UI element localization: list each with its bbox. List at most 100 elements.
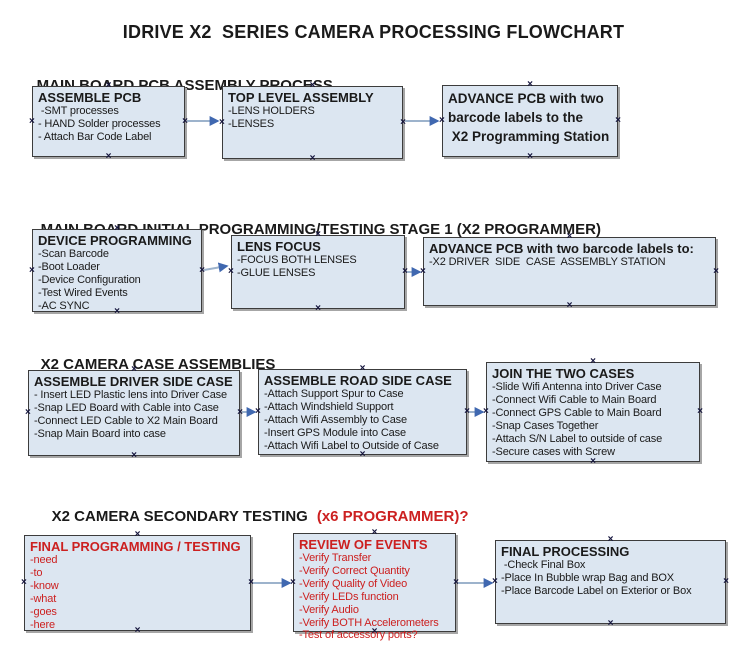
box-assemble-road-side-case: ASSEMBLE ROAD SIDE CASE -Attach Support … bbox=[255, 363, 470, 460]
box-item: -Slide Wifi Antenna into Driver Case bbox=[492, 381, 662, 393]
box-title: FINAL PROCESSING bbox=[501, 544, 630, 559]
box-item: -LENS HOLDERS bbox=[228, 105, 315, 117]
section-heading-secondary-testing: X2 CAMERA SECONDARY TESTING(x6 PROGRAMME… bbox=[35, 491, 469, 542]
box-top-level-assembly: TOP LEVEL ASSEMBLY -LENS HOLDERS -LENSES… bbox=[219, 81, 406, 164]
box-item: -Attach Windshield Support bbox=[264, 400, 394, 413]
connector-handle-icon: × bbox=[29, 115, 35, 127]
box-item: -Boot Loader bbox=[38, 260, 100, 273]
box-item: -Snap LED Board with Cable into Case bbox=[34, 401, 219, 414]
box-item: -here bbox=[30, 618, 55, 631]
box-item: -Snap Cases Together bbox=[492, 419, 599, 432]
box-assemble-pcb: ASSEMBLE PCB -SMT processes - HAND Solde… bbox=[29, 81, 188, 162]
box-title: ASSEMBLE ROAD SIDE CASE bbox=[264, 373, 452, 388]
box-title: ASSEMBLE PCB bbox=[38, 90, 142, 105]
box-item: -X2 DRIVER SIDE CASE ASSEMBLY STATION bbox=[429, 256, 666, 268]
box-item: -Verify BOTH Accelerometers bbox=[299, 616, 439, 629]
box-title: TOP LEVEL ASSEMBLY bbox=[228, 90, 374, 105]
box-item: -Connect GPS Cable to Main Board bbox=[492, 406, 662, 419]
box-title: JOIN THE TWO CASES bbox=[492, 366, 635, 381]
box-title: ADVANCE PCB with two barcode labels to t… bbox=[448, 91, 610, 144]
box-assemble-driver-side-case: ASSEMBLE DRIVER SIDE CASE - Insert LED P… bbox=[25, 365, 243, 461]
box-item: -Verify Transfer bbox=[299, 552, 372, 564]
connector-handle-icon: × bbox=[723, 576, 729, 587]
box-advance-pcb-case-station: ADVANCE PCB with two barcode labels to: … bbox=[420, 232, 719, 311]
connector-handle-icon: × bbox=[219, 116, 225, 128]
box-item: -Verify Correct Quantity bbox=[299, 564, 410, 577]
connector-handle-icon: × bbox=[566, 300, 573, 311]
box-item: -Snap Main Board into case bbox=[34, 427, 166, 440]
box-title: LENS FOCUS bbox=[237, 239, 321, 254]
connector-handle-icon: × bbox=[237, 407, 243, 418]
box-item: -Attach Wifi Label to Outside of Case bbox=[264, 439, 439, 452]
connector-handle-icon: × bbox=[29, 264, 35, 276]
box-item: -what bbox=[30, 592, 57, 605]
box-item: -AC SYNC bbox=[38, 299, 90, 312]
connector-handle-icon: × bbox=[492, 576, 498, 587]
box-item: -Secure cases with Screw bbox=[492, 445, 615, 458]
connector-handle-icon: × bbox=[402, 266, 408, 277]
connector-handle-icon: × bbox=[590, 456, 596, 467]
box-title: ADVANCE PCB with two barcode labels to: bbox=[429, 241, 694, 256]
box-item: -to bbox=[30, 566, 43, 579]
box-item: - Insert LED Plastic lens into Driver Ca… bbox=[34, 389, 227, 401]
box-item: -know bbox=[30, 579, 59, 592]
box-item: -Place Barcode Label on Exterior or Box bbox=[501, 584, 692, 597]
box-title: DEVICE PROGRAMMING bbox=[38, 233, 192, 248]
box-item: -Check Final Box bbox=[501, 559, 586, 571]
box-review-of-events: REVIEW OF EVENTS -Verify Transfer -Verif… bbox=[290, 528, 459, 642]
box-item: -Insert GPS Module into Case bbox=[264, 426, 406, 439]
page-title: IDRIVE X2 SERIES CAMERA PROCESSING FLOWC… bbox=[122, 22, 625, 42]
section-heading-text: X2 CAMERA CASE ASSEMBLIES bbox=[40, 356, 276, 373]
box-join-the-two-cases: JOIN THE TWO CASES -Slide Wifi Antenna i… bbox=[483, 357, 703, 467]
box-item: -Device Configuration bbox=[38, 273, 141, 286]
connector-handle-icon: × bbox=[483, 406, 489, 417]
box-item: -Test Wired Events bbox=[38, 286, 128, 299]
box-item: -Verify LEDs function bbox=[299, 590, 399, 603]
connector-handle-icon: × bbox=[359, 363, 366, 374]
box-final-programming-testing: FINAL PROGRAMMING / TESTING -need -to -k… bbox=[21, 530, 254, 636]
box-item: -GLUE LENSES bbox=[237, 266, 316, 279]
connector-handle-icon: × bbox=[105, 151, 112, 162]
connector-handle-icon: × bbox=[248, 577, 254, 588]
connector-handle-icon: × bbox=[400, 116, 406, 128]
box-title: FINAL PROGRAMMING / TESTING bbox=[30, 539, 241, 554]
connector-handle-icon: × bbox=[182, 115, 188, 127]
connector-handle-icon: × bbox=[453, 576, 459, 588]
connector-handle-icon: × bbox=[131, 450, 137, 461]
box-lens-focus: LENS FOCUS -FOCUS BOTH LENSES -GLUE LENS… bbox=[228, 230, 408, 314]
box-item: -Attach Wifi Assembly to Case bbox=[264, 413, 407, 426]
box-item: -goes bbox=[30, 605, 57, 618]
box-item: -Verify Quality of Video bbox=[299, 577, 408, 590]
box-item: -Connect Wifi Cable to Main Board bbox=[492, 393, 657, 406]
section-heading-text: X2 CAMERA SECONDARY TESTING bbox=[51, 508, 308, 525]
connector-handle-icon: × bbox=[527, 151, 533, 162]
connector-handle-icon: × bbox=[228, 266, 234, 277]
connector-handle-icon: × bbox=[255, 406, 261, 417]
connector-handle-icon: × bbox=[615, 115, 621, 126]
box-item: -SMT processes bbox=[38, 105, 119, 117]
box-final-processing: FINAL PROCESSING -Check Final Box -Place… bbox=[492, 534, 729, 629]
connector-handle-icon: × bbox=[439, 115, 445, 126]
box-advance-pcb-programming-station: ADVANCE PCB with two barcode labels to t… bbox=[439, 79, 621, 162]
connector-handle-icon: × bbox=[464, 406, 470, 417]
connector-handle-icon: × bbox=[607, 534, 614, 545]
connector-handle-icon: × bbox=[21, 577, 27, 588]
box-item: -LENSES bbox=[228, 117, 275, 130]
box-title: REVIEW OF EVENTS bbox=[299, 537, 428, 552]
connector-handle-icon: × bbox=[25, 407, 31, 418]
box-item: - HAND Solder processes bbox=[38, 117, 161, 130]
box-item: -Scan Barcode bbox=[38, 248, 109, 260]
connector-handle-icon: × bbox=[290, 576, 296, 588]
connector-handle-icon: × bbox=[359, 449, 366, 460]
connector-handle-icon: × bbox=[607, 618, 614, 629]
box-item: -Connect LED Cable to X2 Main Board bbox=[34, 414, 218, 427]
box-item: -FOCUS BOTH LENSES bbox=[237, 254, 357, 266]
box-item: -Place In Bubble wrap Bag and BOX bbox=[501, 571, 674, 584]
box-title: ASSEMBLE DRIVER SIDE CASE bbox=[34, 374, 233, 389]
connector-handle-icon: × bbox=[527, 79, 533, 90]
connector-handle-icon: × bbox=[420, 265, 426, 277]
box-item: -Verify Audio bbox=[299, 603, 359, 616]
box-item: -Attach Support Spur to Case bbox=[264, 388, 404, 400]
connector-handle-icon: × bbox=[199, 264, 205, 276]
